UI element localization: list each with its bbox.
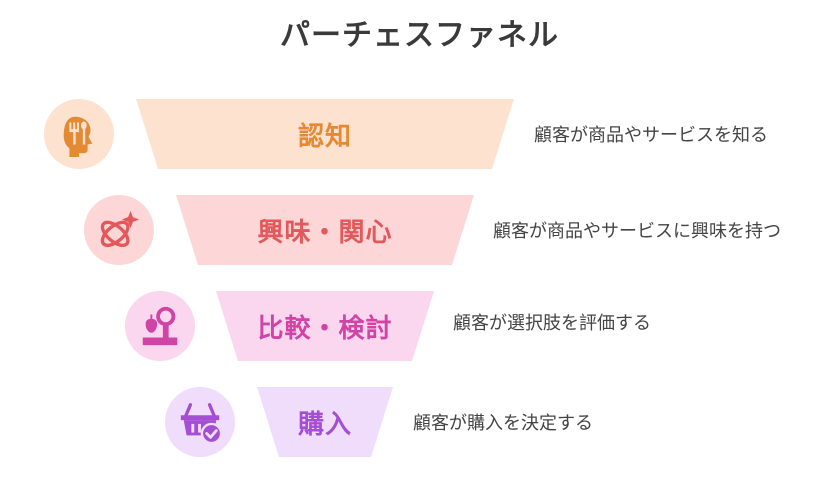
basket-check-icon: [180, 403, 223, 445]
orbit-sparkle-icon: [100, 210, 140, 247]
scale-apple-icon: [142, 306, 178, 346]
stage-consideration-label: 比較・検討: [257, 313, 393, 344]
stage-consideration-icon-circle: [125, 291, 195, 361]
stage-interest-description: 顧客が商品やサービスに興味を持つ: [493, 221, 781, 242]
stage-purchase-description: 顧客が購入を決定する: [413, 413, 593, 434]
stage-awareness-description: 顧客が商品やサービスを知る: [534, 125, 768, 146]
stage-purchase-label: 購入: [297, 409, 352, 440]
stage-purchase-icon-circle: [165, 387, 235, 457]
head-fork-icon: [63, 116, 93, 157]
stage-awareness-icon-circle: [44, 99, 114, 169]
stage-awareness-label: 認知: [297, 121, 352, 152]
stage-purchase-trapezoid: 購入: [257, 387, 393, 457]
stage-interest-trapezoid: 興味・関心: [176, 195, 474, 265]
stage-interest-label: 興味・関心: [257, 217, 393, 248]
page-title: パーチェスファネル: [280, 18, 559, 53]
stage-awareness-trapezoid: 認知: [136, 99, 514, 169]
stage-consideration-description: 顧客が選択肢を評価する: [453, 313, 651, 334]
stage-consideration-trapezoid: 比較・検討: [216, 291, 434, 361]
stage-interest-icon-circle: [84, 195, 154, 265]
